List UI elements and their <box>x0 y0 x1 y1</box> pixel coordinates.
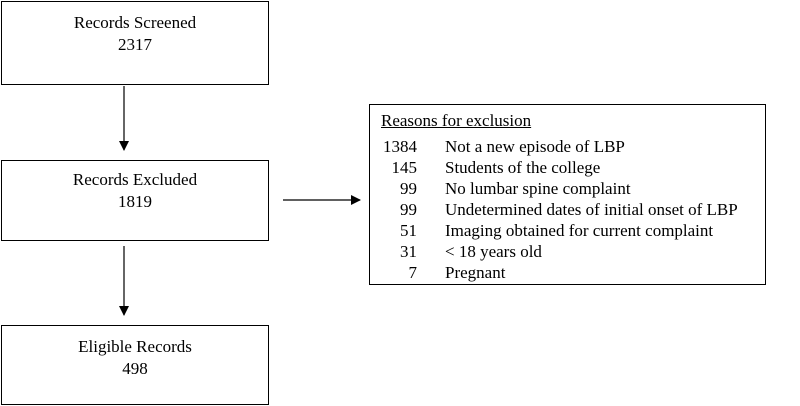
eligible-records-box: Eligible Records 498 <box>1 325 269 405</box>
records-screened-count: 2317 <box>118 35 152 54</box>
exclusion-reason-row: 7 Pregnant <box>370 262 765 283</box>
records-screened-box: Records Screened 2317 <box>1 1 269 85</box>
exclusion-reason-row: 145 Students of the college <box>370 157 765 178</box>
exclusion-reason-label: Imaging obtained for current complaint <box>445 221 714 240</box>
exclusion-reason-label: < 18 years old <box>445 242 542 261</box>
exclusion-reason-count: 1384 <box>383 137 417 156</box>
exclusion-reason-count: 99 <box>400 179 417 198</box>
exclusion-reason-row: 99 No lumbar spine complaint <box>370 178 765 199</box>
exclusion-reason-count: 7 <box>408 263 418 282</box>
exclusion-reason-row: 99 Undetermined dates of initial onset o… <box>370 199 765 220</box>
records-excluded-box: Records Excluded 1819 <box>1 160 269 241</box>
exclusion-reasons-heading: Reasons for exclusion <box>381 111 532 130</box>
exclusion-reason-count: 99 <box>400 200 417 219</box>
exclusion-reason-row: 31 < 18 years old <box>370 241 765 262</box>
records-screened-title: Records Screened <box>73 13 197 32</box>
exclusion-reason-label: Not a new episode of LBP <box>445 137 625 156</box>
exclusion-reasons-box: Reasons for exclusion 1384 Not a new epi… <box>369 104 766 285</box>
records-excluded-count: 1819 <box>118 192 152 211</box>
exclusion-reason-row: 51 Imaging obtained for current complain… <box>370 220 765 241</box>
exclusion-reason-count: 145 <box>391 158 418 177</box>
exclusion-reason-row: 1384 Not a new episode of LBP <box>370 136 765 157</box>
exclusion-reason-label: Students of the college <box>445 158 601 177</box>
exclusion-reason-label: No lumbar spine complaint <box>445 179 631 198</box>
records-excluded-title: Records Excluded <box>72 170 198 189</box>
exclusion-reason-label: Pregnant <box>445 263 506 282</box>
exclusion-reason-count: 31 <box>400 242 417 261</box>
eligible-records-title: Eligible Records <box>78 337 192 356</box>
eligible-records-count: 498 <box>122 359 148 378</box>
exclusion-reason-count: 51 <box>400 221 417 240</box>
exclusion-reason-label: Undetermined dates of initial onset of L… <box>445 200 738 219</box>
